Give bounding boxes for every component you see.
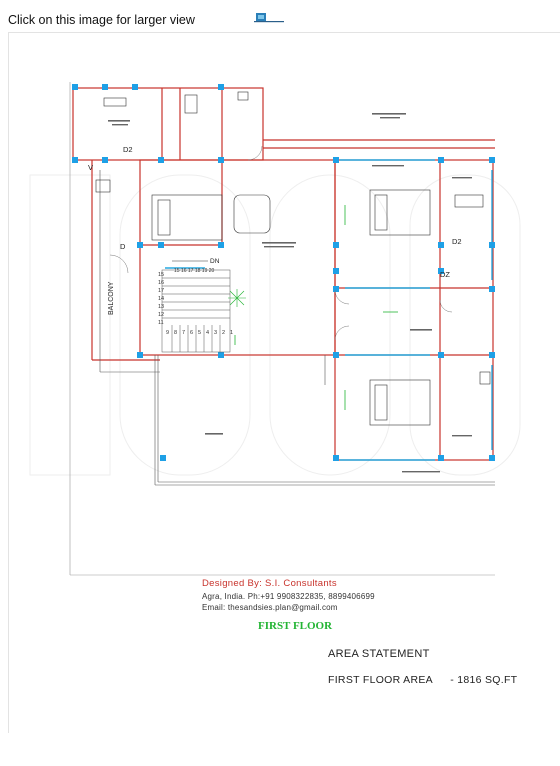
parapet: [99, 170, 495, 486]
area-statement-row: FIRST FLOOR AREA - 1816 SQ.FT: [328, 674, 517, 686]
larger-view-link[interactable]: Click on this image for larger view: [8, 13, 195, 27]
door-label-v: V: [88, 163, 93, 172]
stair-step-number: 13: [158, 304, 164, 310]
stair-step-number: 2: [222, 330, 225, 336]
stair-down-label: DN: [210, 258, 220, 265]
stair-step-number: 3: [214, 330, 217, 336]
image-frame: [8, 32, 560, 733]
stair-step-number: 12: [158, 312, 164, 318]
stair-up-numbers: 15 16 17 18 19 20: [174, 268, 215, 274]
designer-address: Agra, India. Ph:+91 9908322835, 88994066…: [202, 592, 375, 601]
stair-step-number: 4: [206, 330, 209, 336]
stair-step-number: 6: [190, 330, 193, 336]
stair-step-number: 11: [158, 320, 164, 326]
door-swings: [109, 145, 453, 341]
area-value: - 1816 SQ.FT: [450, 674, 518, 686]
designer-credit: Designed By: S.I. Consultants: [202, 578, 337, 589]
door-label-d2-top: D2: [123, 145, 133, 154]
dimension-marks: [234, 205, 398, 410]
stair-step-number: 5: [198, 330, 201, 336]
stair-step-number: 14: [158, 296, 164, 302]
stair-step-number: 15: [158, 272, 164, 278]
walls: [72, 87, 495, 461]
stair-step-number: 1: [230, 330, 233, 336]
stair-step-number: 9: [166, 330, 169, 336]
ceiling-fan-icon: [228, 289, 246, 307]
staircase: [161, 269, 231, 353]
sheet-border: [69, 82, 495, 576]
windows: [165, 159, 493, 461]
door-label-dz: DZ: [440, 270, 450, 279]
stair-step-number: 8: [174, 330, 177, 336]
designer-email: Email: thesandsies.plan@gmail.com: [202, 603, 338, 612]
floor-title: FIRST FLOOR: [258, 620, 333, 632]
balcony-label: BALCONY: [108, 281, 115, 315]
stair-step-number: 16: [158, 280, 164, 286]
unreadable-room-labels: [108, 113, 472, 473]
site-logo-icon: [254, 13, 284, 23]
columns: [72, 84, 495, 461]
stair-step-numbers-left: 15 16 17 14 13 12 11: [158, 272, 164, 326]
door-label-d: D: [120, 242, 126, 251]
area-label: FIRST FLOOR AREA: [328, 674, 433, 686]
watermark: [29, 174, 521, 476]
area-statement-title: AREA STATEMENT: [328, 648, 430, 660]
furniture: [95, 91, 491, 426]
stair-step-number: 17: [158, 288, 164, 294]
door-label-d2-right: D2: [452, 237, 462, 246]
stair-step-number: 7: [182, 330, 185, 336]
